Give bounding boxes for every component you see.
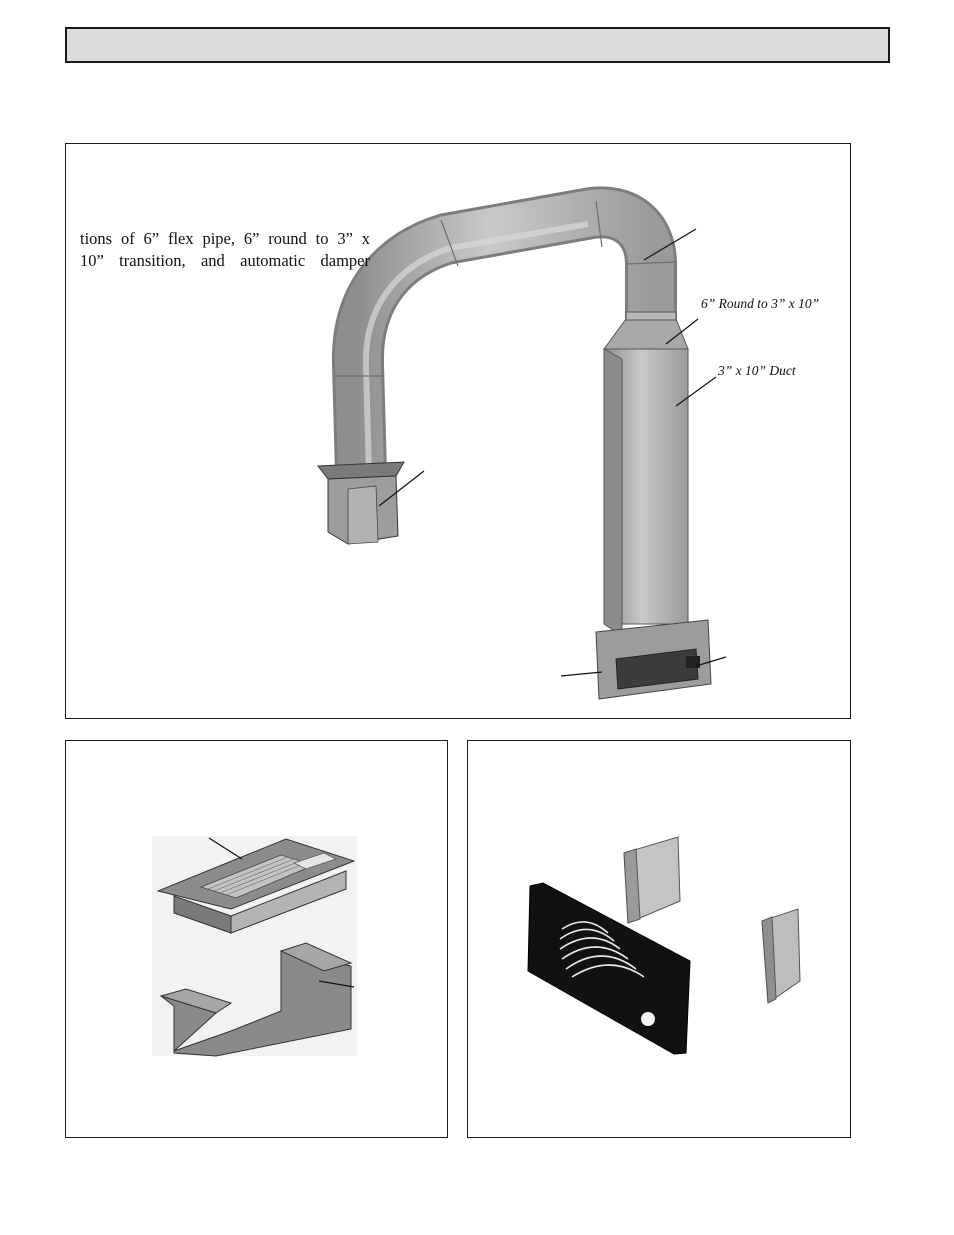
transition-label: 6” Round to 3” x 10” bbox=[701, 296, 820, 311]
round-to-rectangular-transition bbox=[603, 318, 689, 350]
page-header-bar bbox=[65, 27, 890, 63]
faceplate-vent-pattern bbox=[559, 921, 645, 978]
main-figure-panel: tions of 6” flex pipe, 6” round to 3” x … bbox=[65, 143, 851, 719]
intro-text: tions of 6” flex pipe, 6” round to 3” x … bbox=[80, 228, 370, 272]
faceplate-illustration bbox=[527, 836, 801, 1055]
floor-register-illustration bbox=[152, 836, 357, 1057]
intro-line: tions of 6” flex pipe, 6” round to 3” x bbox=[80, 229, 370, 248]
decorative-faceplate bbox=[527, 882, 691, 1055]
faceplate-panel bbox=[467, 740, 851, 1138]
duct-label: 3” x 10” Duct bbox=[718, 363, 796, 378]
faceplate-knob-hole bbox=[641, 1012, 655, 1026]
duct-assembly-illustration bbox=[317, 186, 727, 700]
floor-register-panel bbox=[65, 740, 448, 1138]
intro-line: 10” transition, and automatic damper bbox=[80, 251, 370, 270]
